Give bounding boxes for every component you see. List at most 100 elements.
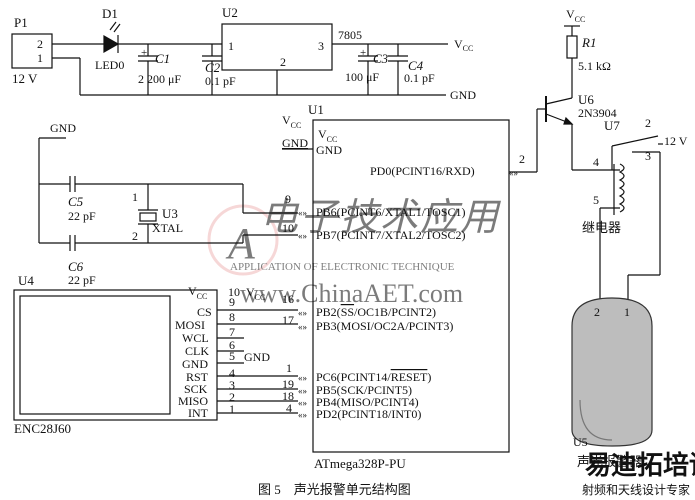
u2-pin1: 1 — [228, 39, 234, 53]
enc-pin-int: INT — [188, 406, 209, 420]
relay-pin3: 3 — [645, 149, 651, 163]
mcu-pin-pb4: PB4(MISO/PCINT4) — [316, 395, 419, 409]
mcu-gnd-int: GND — [316, 143, 342, 157]
u6-model: 2N3904 — [578, 106, 617, 120]
relay-contact-icon — [611, 135, 659, 147]
alarm-section: VCC R1 5.1 kΩ U6 2N3904 U7 2 12 V 3 4 5 … — [536, 7, 688, 469]
mcu-section: U1 VCC GND VCC GND ATmega328P-PU PD0(PCI… — [282, 102, 537, 471]
pb2-arrow-icon: «» — [298, 308, 307, 318]
mcu-pin-pb6: PB6(PCINT6/XTAL1/TOSC1) — [316, 205, 466, 219]
xtal-pin2: 2 — [132, 229, 138, 243]
pb3-arrow-icon: «» — [298, 322, 307, 332]
c3-label: C3 — [373, 51, 389, 66]
u2-pin2: 2 — [280, 55, 286, 69]
mcu-vcc-ext: VCC — [282, 113, 301, 130]
enc-pin-cs: CS — [197, 305, 212, 319]
p1-label: P1 — [14, 15, 28, 30]
mcu-pinnum-pb2: 16 — [282, 292, 294, 306]
enc-u4-body — [13, 289, 218, 421]
led-arrow-2 — [113, 23, 121, 33]
enc-num-rst: 4 — [229, 366, 235, 380]
enc-num-clk: 6 — [229, 338, 235, 352]
mcu-pin-pc6: PC6(PCINT14/RESET) — [316, 370, 431, 384]
u5-pin2: 2 — [594, 305, 600, 319]
mcu-pinnum-pb6: 9 — [285, 192, 291, 206]
u5-name: 声光报警器 — [577, 454, 642, 469]
r1-resistor-icon — [566, 35, 578, 59]
c5-label: C5 — [68, 194, 84, 209]
figure-caption: 图 5 声光报警单元结构图 — [258, 482, 411, 497]
u5-alarm-icon — [571, 297, 653, 447]
p1-pin-bot: 1 — [37, 51, 43, 65]
pb5-arrow-icon: «» — [298, 386, 307, 396]
crystal-section: GND C5 22 pF C6 22 pF 1 2 U3 XTAL — [38, 121, 298, 287]
c3-plus: + — [360, 47, 366, 59]
c5-value: 22 pF — [68, 209, 96, 223]
pb4-arrow-icon: «» — [298, 398, 307, 408]
watermark-en: APPLICATION OF ELECTRONIC TECHNIQUE — [230, 261, 455, 273]
pd2-arrow-icon: «» — [298, 410, 307, 420]
watermark-cn: 电子技术应用 — [260, 197, 502, 239]
u7-label: U7 — [604, 118, 620, 133]
enc-pin-gnd: GND — [182, 357, 208, 371]
gnd-label: GND — [450, 88, 476, 102]
enc-vcc: VCC — [188, 284, 207, 301]
watermark-url: www.ChinaAET.com — [240, 279, 463, 308]
relay-pin4: 4 — [593, 155, 599, 169]
pb6-arrow-icon: «» — [298, 208, 307, 218]
u7-12v: 12 V — [664, 134, 688, 148]
pd0-arrow-icon: «» — [509, 168, 518, 178]
r1-value: 5.1 kΩ — [578, 59, 611, 73]
relay-pin2: 2 — [645, 116, 651, 130]
led-arrow-1 — [109, 21, 117, 31]
c1-plus: + — [141, 47, 147, 59]
enc-pin-rst: RST — [186, 370, 209, 384]
mcu-pinnum-pb5: 19 — [282, 377, 294, 391]
mcu-gnd-ext: GND — [282, 136, 308, 150]
mcu-pin-pb5: PB5(SCK/PCINT5) — [316, 383, 412, 397]
relay-pin5: 5 — [593, 193, 599, 207]
u4-label: U4 — [18, 273, 34, 288]
mcu-pin-pb7: PB7(PCINT7/XTAL2/TOSC2) — [316, 228, 466, 242]
c1-value: 2 200 μF — [138, 72, 181, 86]
c3-value: 100 μF — [345, 70, 379, 84]
u6-emitter-arrow — [563, 116, 574, 125]
watermark: A 电子技术应用 APPLICATION OF ELECTRONIC TECHN… — [207, 197, 502, 308]
u5-label: U5 — [573, 435, 588, 449]
u1-label: U1 — [308, 102, 324, 117]
pb7-arrow-icon: «» — [298, 231, 307, 241]
d1-label: D1 — [102, 6, 118, 21]
power-section: P1 2 1 12 V D1 LED0 + C1 2 200 μF C2 0.1… — [11, 5, 476, 102]
u3-model: XTAL — [152, 221, 183, 235]
enc-num-int: 1 — [229, 402, 235, 416]
enc-pin-miso: MISO — [178, 394, 208, 408]
mcu-pinnum-pd0: 2 — [519, 152, 525, 166]
u6-collector — [545, 97, 573, 105]
brand-footer: 易迪拓培训 射频和天线设计专家 — [582, 451, 695, 497]
c6-label: C6 — [68, 259, 84, 274]
enc-num-wcl: 7 — [229, 325, 235, 339]
enc-section: U4 ENC28J60 VCC 10 VCC CS MOSI WCL CLK G… — [13, 273, 298, 436]
brand-cn: 易迪拓培训 — [585, 451, 695, 480]
p1-connector — [11, 33, 53, 69]
enc-num-sck: 3 — [229, 378, 235, 392]
mcu-pinnum-pd2: 4 — [286, 401, 292, 415]
d1-model: LED0 — [95, 58, 124, 72]
enc-pin-mosi: MOSI — [175, 318, 205, 332]
enc-num-miso: 2 — [229, 390, 235, 404]
mcu-pin-pb2: PB2(SS/OC1B/PCINT2) — [316, 305, 436, 319]
c2-label: C2 — [205, 60, 221, 75]
u6-label: U6 — [578, 92, 594, 107]
c1-label: C1 — [155, 51, 170, 66]
xtal-pin1: 1 — [132, 190, 138, 204]
c4-label: C4 — [408, 58, 424, 73]
enc-num-gnd: 5 — [229, 349, 235, 363]
enc-pin-wcl: WCL — [182, 331, 209, 345]
enc-num-mosi: 8 — [229, 310, 235, 324]
c2-value: 0.1 pF — [205, 74, 236, 88]
u2-pin3: 3 — [318, 39, 324, 53]
enc-num-cs: 9 — [229, 295, 235, 309]
u2-model: 7805 — [338, 28, 362, 42]
